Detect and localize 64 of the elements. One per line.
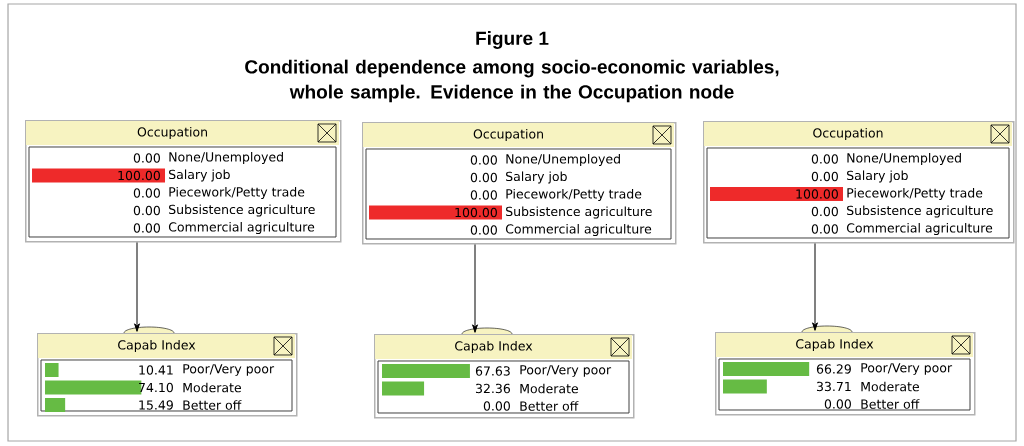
state-label: Piecework/Petty trade [169, 186, 305, 200]
figure-title: Conditional dependence among socio-economic variables, whole sample. Evidence in the Occupation node [245, 59, 779, 103]
state-label: Moderate [183, 382, 241, 393]
state-label: Better off [520, 401, 579, 411]
probability-value: 0.00 [824, 399, 851, 409]
probability-value: 0.00 [133, 205, 160, 216]
node-title: Occupation [813, 127, 883, 141]
node-title: Occupation [137, 126, 207, 140]
state-label: Poor/Very poor [183, 364, 275, 376]
network-node [362, 122, 677, 245]
state-label: Piecework/Petty trade [847, 187, 983, 201]
probability-value: 0.00 [470, 190, 497, 200]
network-node [715, 325, 976, 416]
network-node [37, 326, 298, 417]
state-label: Piecework/Petty trade [506, 188, 642, 202]
state-label: Moderate [861, 381, 919, 392]
arrow [472, 244, 478, 333]
probability-value: 0.00 [811, 154, 838, 164]
probability-value: 15.49 [139, 400, 173, 410]
probability-value: 0.00 [133, 223, 160, 233]
figure-number: Figure 1 [476, 31, 549, 49]
probability-value: 10.41 [139, 365, 173, 375]
state-label: None/Unemployed [169, 151, 283, 165]
state-label: None/Unemployed [506, 153, 620, 167]
probability-value: 0.00 [470, 172, 497, 183]
probability-value: 100.00 [796, 189, 838, 199]
probability-value: 100.00 [455, 207, 497, 218]
state-label: Moderate [520, 383, 578, 394]
arrow [134, 242, 140, 332]
probability-value: 0.00 [811, 224, 838, 234]
network-node [374, 327, 635, 419]
state-label: None/Unemployed [847, 152, 961, 166]
node-title: Capab Index [118, 339, 196, 353]
probability-value: 0.00 [133, 153, 160, 163]
state-label: Commercial agriculture [168, 221, 315, 235]
node-title: Occupation [473, 128, 543, 142]
state-label: Poor/Very poor [861, 363, 953, 375]
state-label: Salary job [847, 170, 908, 183]
state-label: Poor/Very poor [520, 365, 612, 377]
probability-value: 0.00 [811, 171, 838, 182]
state-label: Subsistence agriculture [506, 206, 652, 219]
probability-value: 100.00 [118, 170, 160, 181]
state-label: Salary job [506, 171, 567, 184]
arrow [812, 243, 818, 331]
network-node [703, 121, 1015, 244]
state-label: Better off [861, 399, 920, 409]
probability-value: 66.29 [816, 364, 851, 374]
probability-value: 0.00 [483, 401, 510, 411]
probability-value: 0.00 [470, 225, 497, 235]
probability-value: 0.00 [470, 155, 497, 165]
node-title: Capab Index [796, 338, 874, 352]
state-label: Better off [183, 400, 242, 410]
probability-value: 0.00 [811, 206, 838, 217]
probability-value: 32.36 [476, 383, 510, 394]
state-label: Commercial agriculture [505, 223, 652, 237]
probability-value: 67.63 [475, 366, 510, 376]
network-node [25, 120, 342, 243]
node-title: Capab Index [455, 340, 533, 354]
probability-value: 33.71 [817, 381, 851, 392]
probability-value: 0.00 [133, 188, 160, 198]
state-label: Subsistence agriculture [169, 204, 315, 217]
state-label: Subsistence agriculture [847, 205, 993, 218]
state-label: Salary job [169, 169, 230, 182]
state-label: Commercial agriculture [846, 222, 993, 236]
